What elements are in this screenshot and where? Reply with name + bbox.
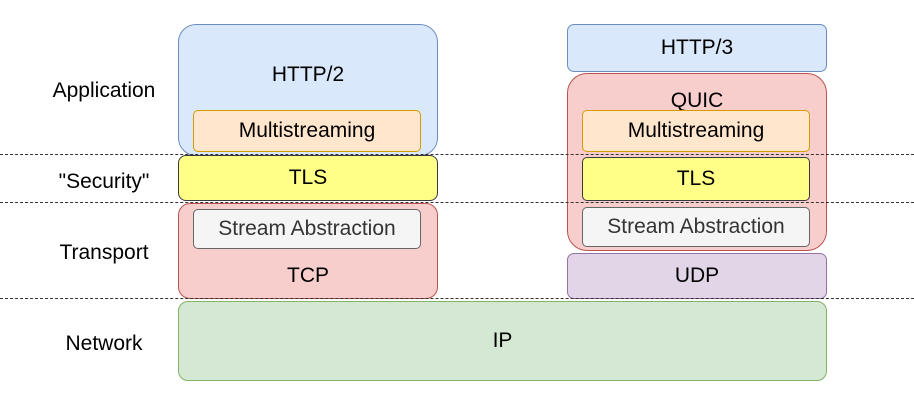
separator-security-transport	[0, 202, 914, 203]
left-stream-abstraction-label: Stream Abstraction	[218, 217, 396, 240]
ip-label: IP	[492, 329, 513, 352]
separator-application-security	[0, 154, 914, 155]
ip-box: IP	[178, 301, 827, 381]
http3-label: HTTP/3	[660, 36, 734, 59]
separator-transport-network	[0, 298, 914, 299]
layer-label-network: Network	[65, 332, 143, 355]
http2-label: HTTP/2	[271, 63, 345, 86]
layer-label-transport: Transport	[59, 241, 149, 264]
right-stream-abstraction-box: Stream Abstraction	[582, 207, 810, 247]
udp-box: UDP	[567, 253, 827, 299]
quic-label: QUIC	[670, 89, 724, 112]
left-multistreaming-label: Multistreaming	[238, 119, 376, 142]
right-multistreaming-box: Multistreaming	[582, 110, 810, 152]
right-stream-abstraction-label: Stream Abstraction	[607, 215, 785, 238]
left-tls-label: TLS	[288, 166, 328, 189]
tcp-label: TCP	[287, 264, 329, 287]
left-stream-abstraction-box: Stream Abstraction	[193, 209, 421, 249]
right-tls-label: TLS	[676, 167, 716, 190]
http3-box: HTTP/3	[567, 24, 827, 72]
layer-label-security: "Security"	[58, 170, 150, 193]
right-multistreaming-label: Multistreaming	[627, 119, 765, 142]
udp-label: UDP	[674, 264, 720, 287]
layer-label-application: Application	[52, 79, 156, 102]
right-tls-box: TLS	[582, 157, 810, 201]
left-multistreaming-box: Multistreaming	[193, 110, 421, 152]
left-tls-box: TLS	[178, 155, 438, 201]
